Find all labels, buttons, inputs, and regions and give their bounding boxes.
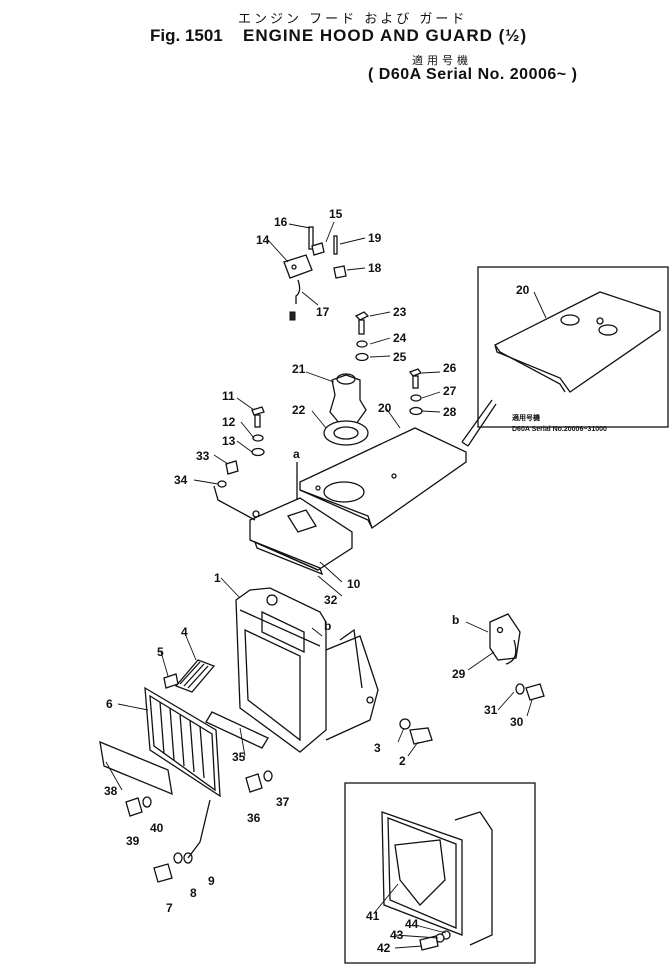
callout-31: 31 [484,703,498,717]
inset-hood-variant: 20 適用号機 D60A Serial No.20006~31000 [477,266,669,433]
callout-28: 28 [443,405,457,419]
callout-16: 16 [274,215,288,229]
latch-assembly [283,226,347,321]
callout-23: 23 [393,305,407,319]
callout-44: 44 [405,917,419,931]
callout-5: 5 [157,645,164,659]
callout-36: 36 [247,811,261,825]
applicability-label: 適用号機 [412,54,472,67]
inset-callout-20: 20 [516,283,530,297]
callout-35: 35 [232,750,246,764]
callout-41: 41 [366,909,380,923]
callout-8: 8 [190,886,197,900]
leader-lines [105,221,533,949]
radiator-guard-frame [235,587,379,753]
callout-2: 2 [399,754,406,768]
inset-radiator-grille [344,782,536,964]
lower-bolts [125,770,273,883]
callout-9: 9 [208,874,215,888]
callout-12: 12 [222,415,236,429]
callout-40: 40 [150,821,164,835]
inset-serial: D60A Serial No.20006~31000 [512,426,607,433]
callout-6: 6 [106,697,113,711]
callout-29: 29 [452,667,466,681]
serial-range: ( D60A Serial No. 20006~ ) [368,66,578,83]
callout-42: 42 [377,941,391,955]
side-bracket [489,613,545,701]
callout-13: 13 [222,434,236,448]
callout-43: 43 [390,928,404,942]
inset-applicability: 適用号機 [512,413,540,422]
lower-cover [99,711,269,796]
ref-label-b-upper: b [324,619,331,633]
callout-20: 20 [378,401,392,415]
callout-37: 37 [276,795,290,809]
ref-label-a: a [293,447,300,461]
callout-26: 26 [443,361,457,375]
figure-number: Fig. 1501 [150,26,223,45]
callout-24: 24 [393,331,407,345]
callout-numbers: 1 2 3 4 5 6 7 8 9 10 11 12 13 14 15 16 1… [104,207,524,955]
callout-30: 30 [510,715,524,729]
callout-38: 38 [104,784,118,798]
callout-32: 32 [324,593,338,607]
frame-bolts [399,718,433,745]
main-grille [144,686,221,798]
front-hood-panel [249,497,353,576]
callout-21: 21 [292,362,306,376]
callout-33: 33 [196,449,210,463]
callout-3: 3 [374,741,381,755]
japanese-title: エンジン フード および ガード [238,12,468,27]
rear-hood-panel [299,427,467,530]
callout-27: 27 [443,384,457,398]
callout-14: 14 [256,233,270,247]
callout-22: 22 [292,403,306,417]
callout-7: 7 [166,901,173,915]
callout-34: 34 [174,473,188,487]
hood-bolts [213,406,298,521]
callout-25: 25 [393,350,407,364]
radiator-cap-group [323,311,497,447]
ref-label-b-side: b [452,613,459,627]
callout-1: 1 [214,571,221,585]
callout-39: 39 [126,834,140,848]
small-grille [163,659,216,693]
page-title: ENGINE HOOD AND GUARD (½) [243,26,528,45]
callout-18: 18 [368,261,382,275]
callout-10: 10 [347,577,361,591]
callout-11: 11 [222,389,235,403]
callout-4: 4 [181,625,188,639]
callout-19: 19 [368,231,382,245]
callout-15: 15 [329,207,343,221]
callout-17: 17 [316,305,330,319]
